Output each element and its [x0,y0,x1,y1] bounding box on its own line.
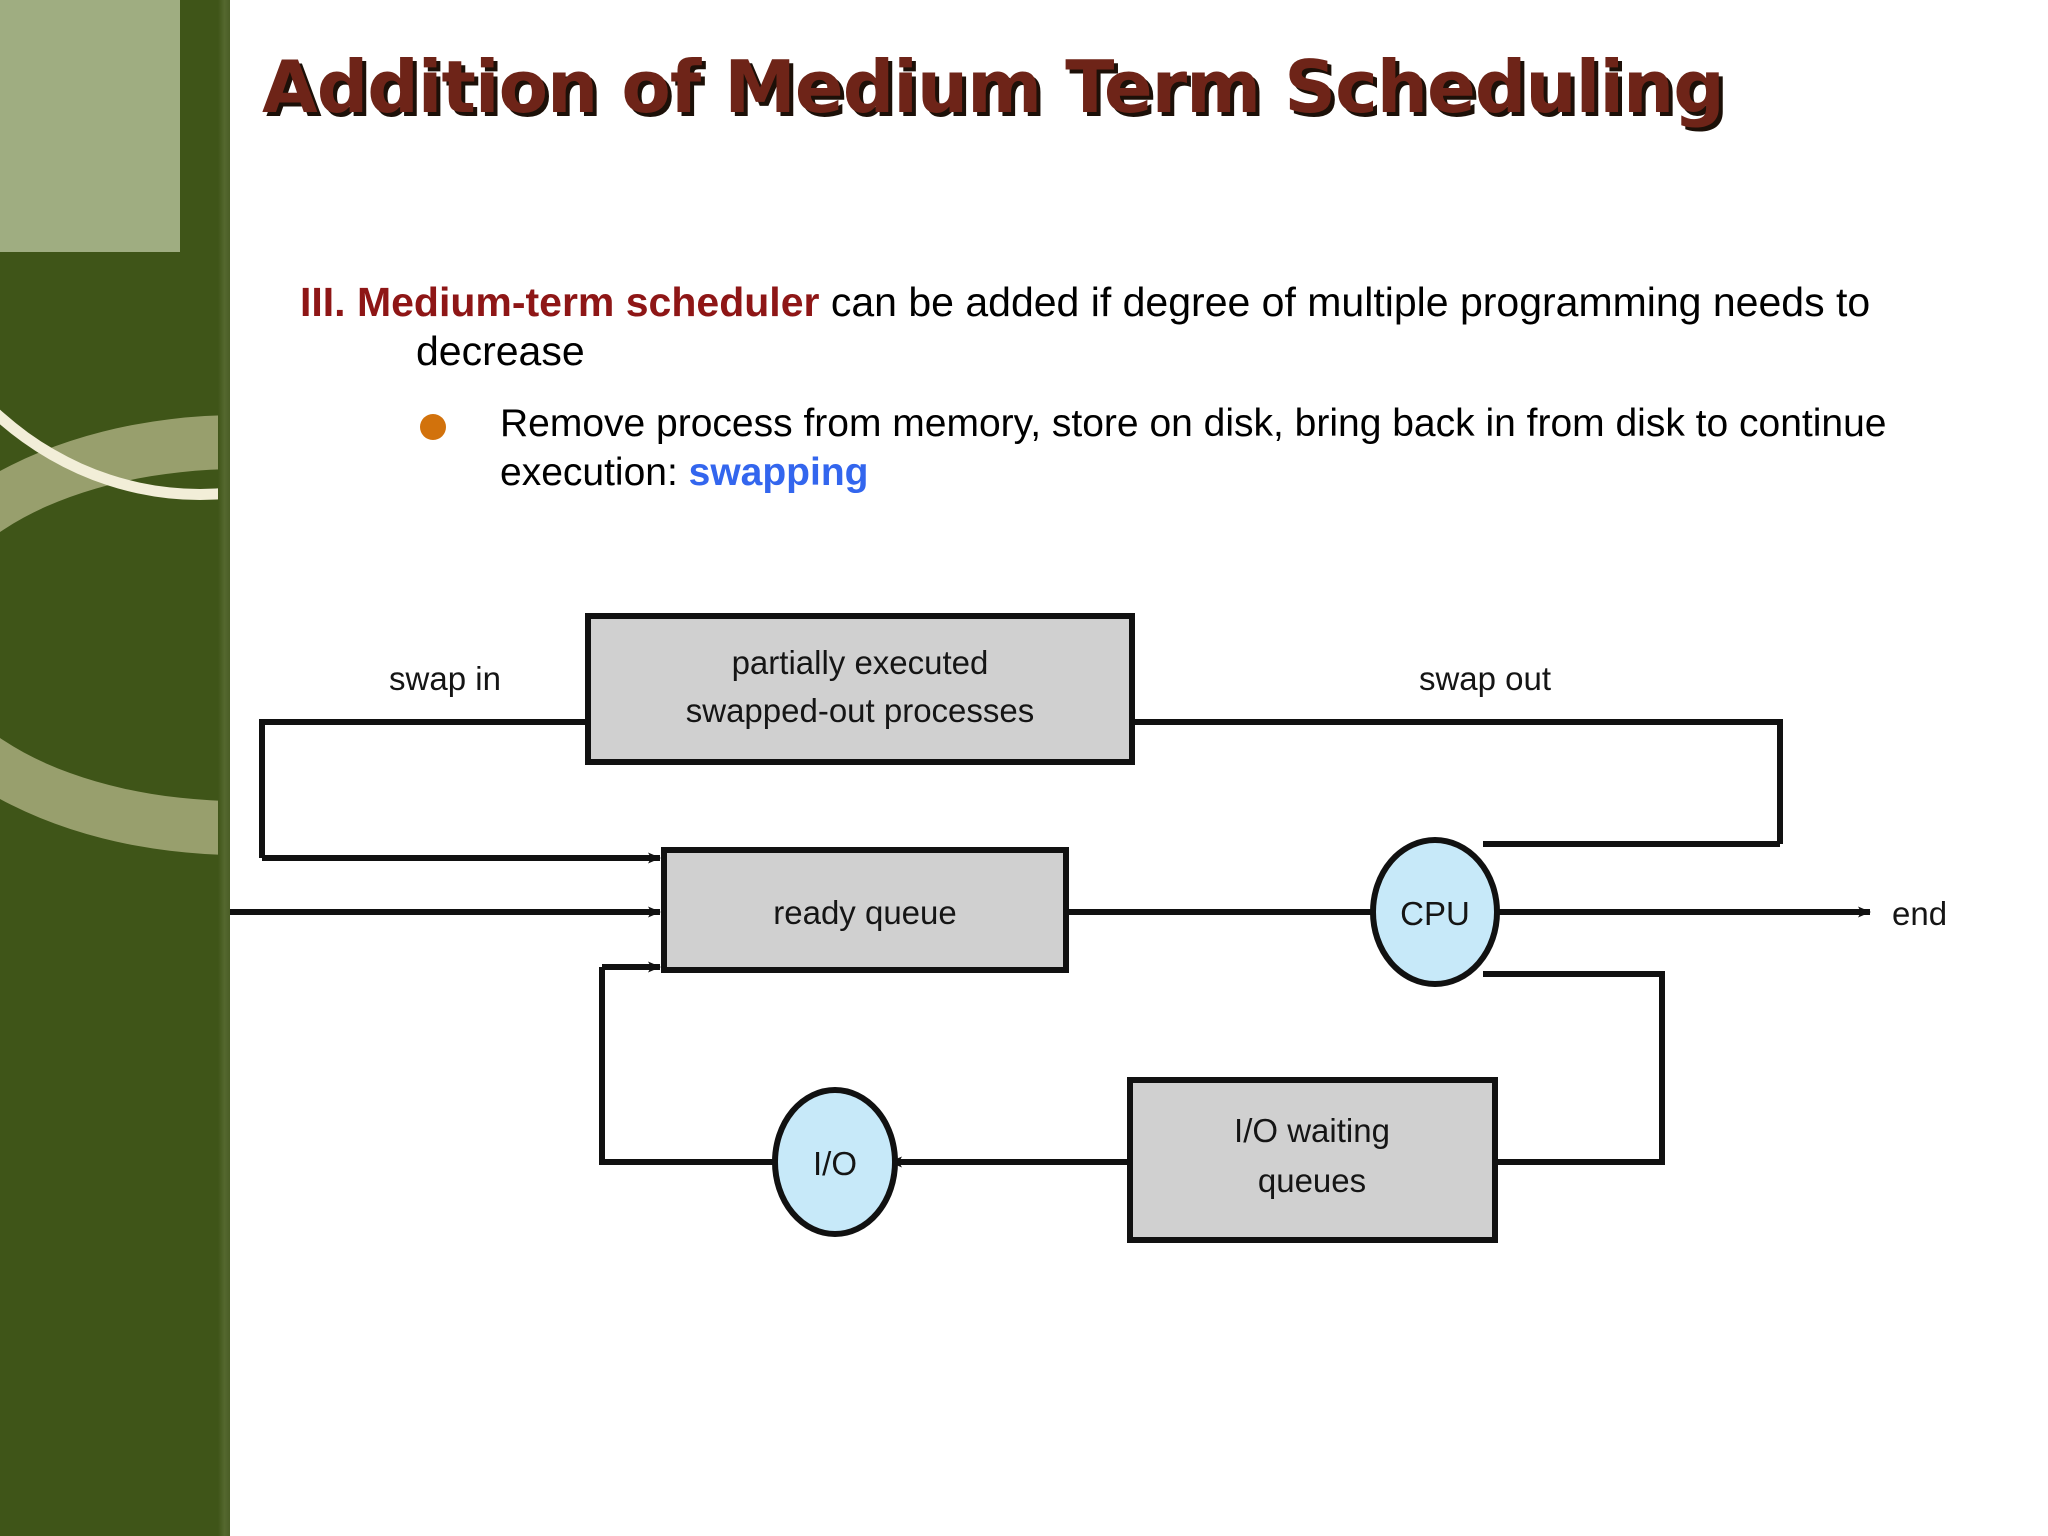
node-swapped-processes: partially executed swapped-out processes [585,613,1135,765]
slide-body: III. Medium-term scheduler can be added … [300,278,1940,497]
sidebar-decoration [0,0,230,1536]
node-io-label: I/O [813,1145,857,1182]
bullet-level1: III. Medium-term scheduler can be added … [300,278,1940,376]
bullet2-keyword: swapping [688,450,869,494]
node-swapped-label-1: partially executed [732,644,989,681]
sidebar-cream-ring-icon [0,0,230,500]
node-ready-queue-label: ready queue [773,894,956,931]
bullet2-text-wrap: Remove process from memory, store on dis… [500,400,1940,497]
node-io-waiting-queues: I/O waiting queues [1127,1077,1498,1243]
node-cpu: CPU [1370,837,1500,987]
bullet-level2: Remove process from memory, store on dis… [420,400,1940,497]
bullet1-keyword: III. Medium-term scheduler [300,279,820,325]
page-title: Addition of Medium Term Scheduling [262,45,1725,129]
round-bullet-icon [420,414,446,441]
node-ready-queue: ready queue [661,847,1069,973]
edge-label-end: end [1892,895,1947,932]
node-io: I/O [772,1087,898,1237]
node-cpu-label: CPU [1400,895,1470,932]
bullet2-text: Remove process from memory, store on dis… [500,402,1887,494]
node-swapped-label-2: swapped-out processes [686,692,1035,729]
node-iowait-label-1: I/O waiting [1234,1112,1390,1149]
node-iowait-label-2: queues [1258,1162,1366,1199]
bullet1-rest: can be added if degree of multiple progr… [416,279,1871,375]
sidebar-edge [218,0,230,1536]
edge-label-swap-out: swap out [1419,660,1551,697]
edge-label-swap-in: swap in [389,660,501,697]
scheduling-queue-diagram: partially executed swapped-out processes… [230,612,2030,1272]
